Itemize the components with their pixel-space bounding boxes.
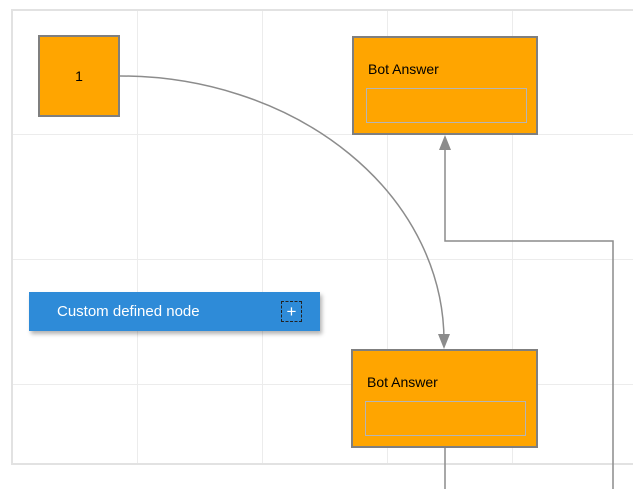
bot-answer-input[interactable]: [365, 401, 526, 436]
node-title: Bot Answer: [367, 374, 438, 390]
node-bot-answer-top[interactable]: Bot Answer: [352, 36, 538, 135]
plus-icon-glyph: +: [286, 302, 297, 321]
node-title: Bot Answer: [368, 61, 439, 77]
bot-answer-input[interactable]: [366, 88, 527, 123]
node-custom-defined[interactable]: Custom defined node +: [29, 292, 320, 331]
arrowhead-down-icon: [438, 334, 450, 349]
arrowhead-up-icon: [439, 135, 451, 150]
connector-orthogonal[interactable]: [444, 149, 614, 489]
node-start[interactable]: 1: [38, 35, 120, 117]
connector-curve[interactable]: [119, 75, 445, 342]
plus-icon[interactable]: +: [281, 301, 302, 322]
custom-node-label: Custom defined node: [57, 303, 200, 320]
node-bot-answer-bottom[interactable]: Bot Answer: [351, 349, 538, 448]
node-start-label: 1: [75, 68, 83, 84]
